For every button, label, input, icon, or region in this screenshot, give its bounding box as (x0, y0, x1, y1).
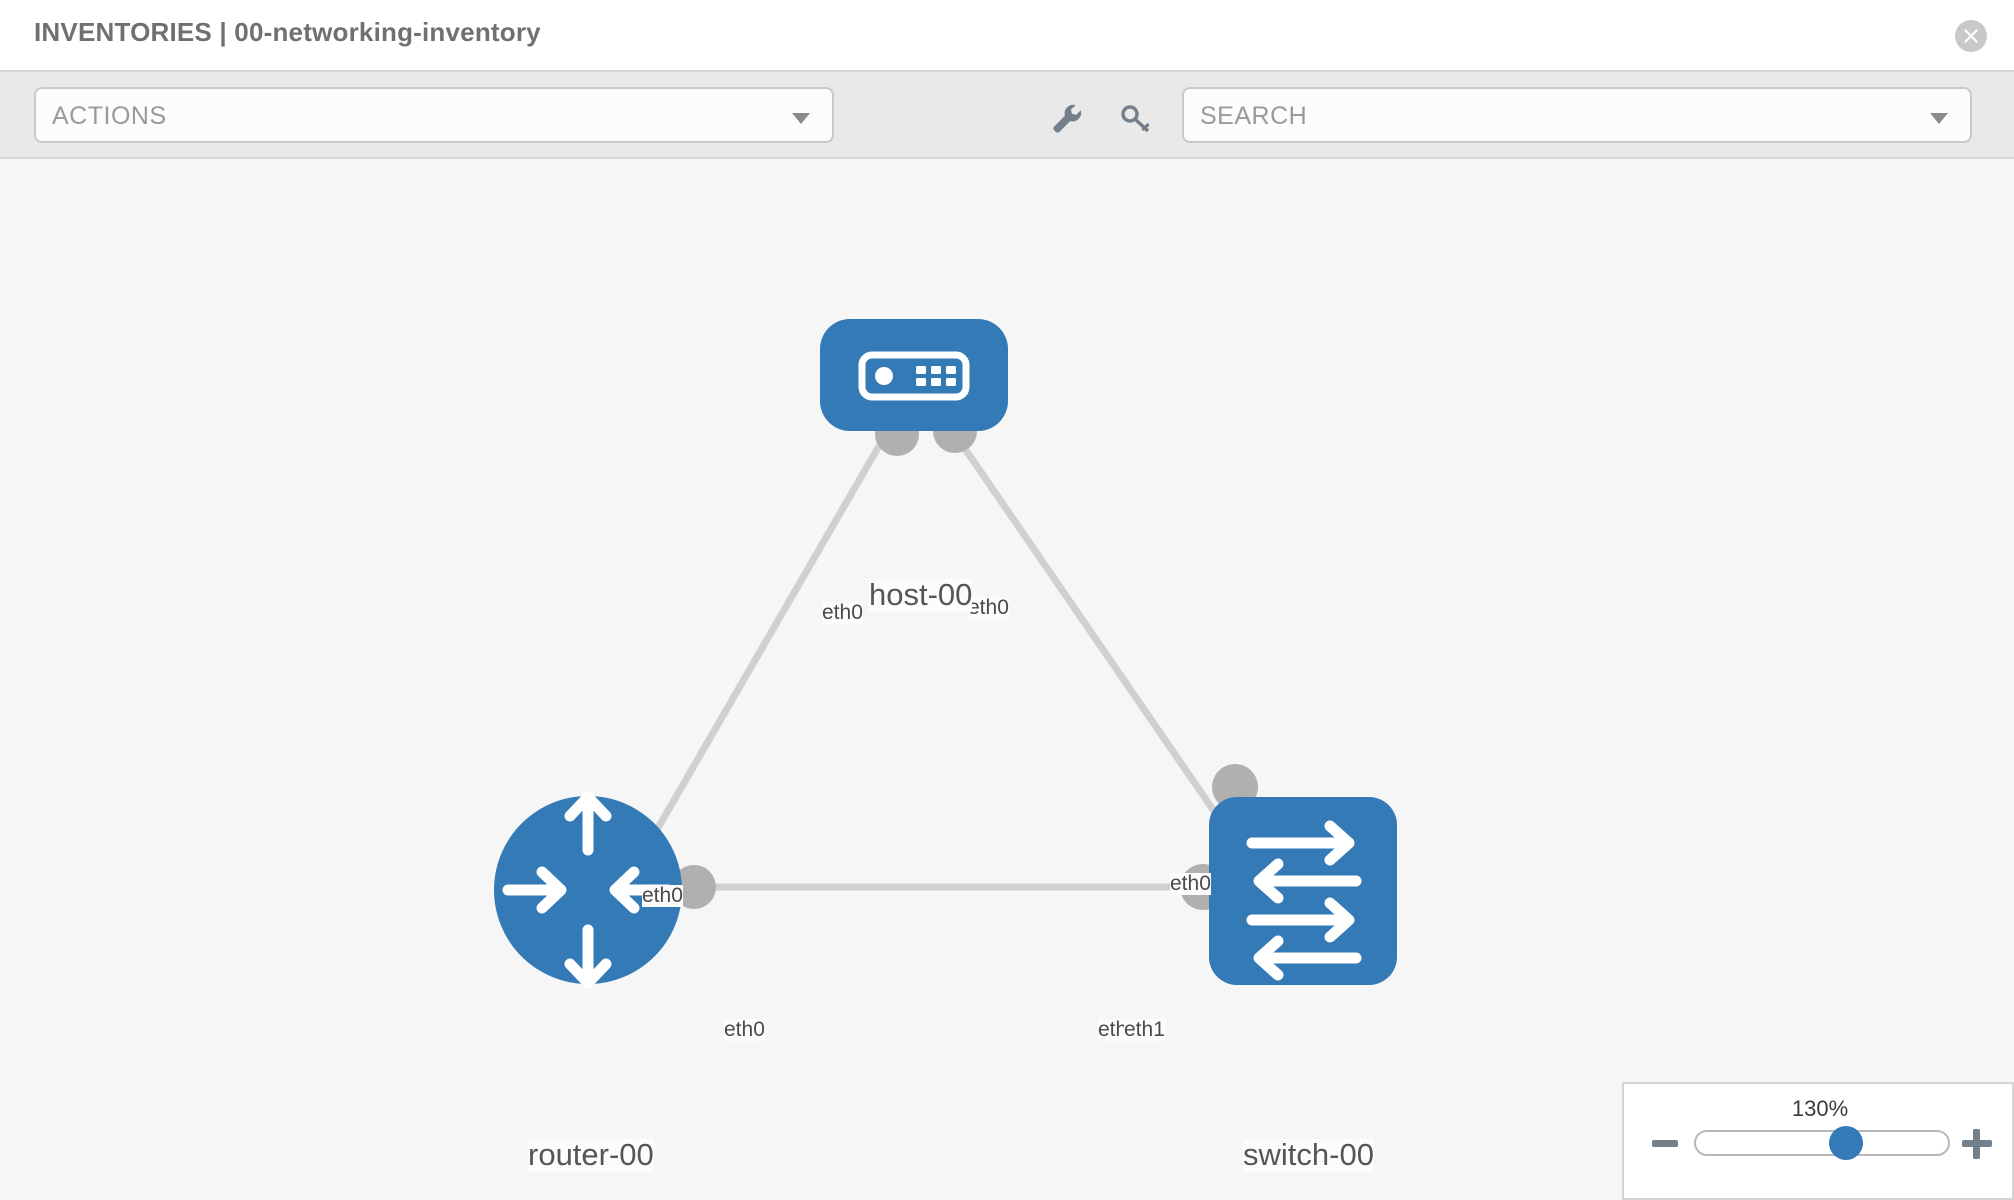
page-header: INVENTORIES | 00-networking-inventory (0, 0, 2014, 70)
wrench-icon[interactable] (1046, 98, 1086, 138)
toolbar: ACTIONS SEARCH (0, 70, 2014, 159)
link-host00-switch00 (947, 425, 1243, 851)
key-icon[interactable] (1116, 98, 1156, 138)
minus-icon[interactable] (1652, 1140, 1678, 1147)
close-icon[interactable] (1955, 20, 1987, 52)
interface-label: eth0 (1170, 872, 1211, 896)
page-title: INVENTORIES | 00-networking-inventory (34, 17, 541, 47)
chevron-down-icon (792, 113, 810, 124)
zoom-percent-label: 130% (1791, 1096, 1849, 1121)
plus-icon[interactable] (1962, 1129, 1992, 1159)
interface-label: eth0 (642, 884, 683, 908)
node-label-router-00: router-00 (528, 1137, 654, 1172)
node-router-00 (494, 791, 682, 989)
search-placeholder: SEARCH (1200, 102, 1308, 130)
interface-label: eth0 (724, 1018, 765, 1042)
interface-label: eth1 (1124, 1018, 1165, 1042)
topology-graph (494, 319, 1397, 989)
chevron-down-icon (1930, 113, 1948, 124)
zoom-control-panel: 130% (1622, 1082, 2014, 1200)
node-label-switch-00: switch-00 (1243, 1137, 1374, 1172)
zoom-slider[interactable] (1694, 1126, 1950, 1160)
actions-dropdown[interactable]: ACTIONS (34, 87, 834, 143)
topology-links (636, 425, 1243, 891)
node-label-host-00: host-00 (869, 577, 973, 612)
node-host-00 (820, 319, 1008, 431)
link-host00-router00 (636, 425, 894, 861)
search-input[interactable]: SEARCH (1182, 87, 1972, 143)
actions-dropdown-label: ACTIONS (52, 102, 167, 130)
port-router00-right (672, 865, 716, 909)
interface-label: eth0 (822, 601, 863, 625)
topology-ports (672, 409, 1258, 910)
interface-label: eth0 (968, 596, 1009, 620)
zoom-slider-thumb[interactable] (1829, 1126, 1863, 1160)
topology-canvas[interactable]: eth0 eth0 eth0 eth0 eth0 eth0 eth1 host-… (0, 159, 2014, 1200)
node-switch-00 (1209, 797, 1397, 985)
